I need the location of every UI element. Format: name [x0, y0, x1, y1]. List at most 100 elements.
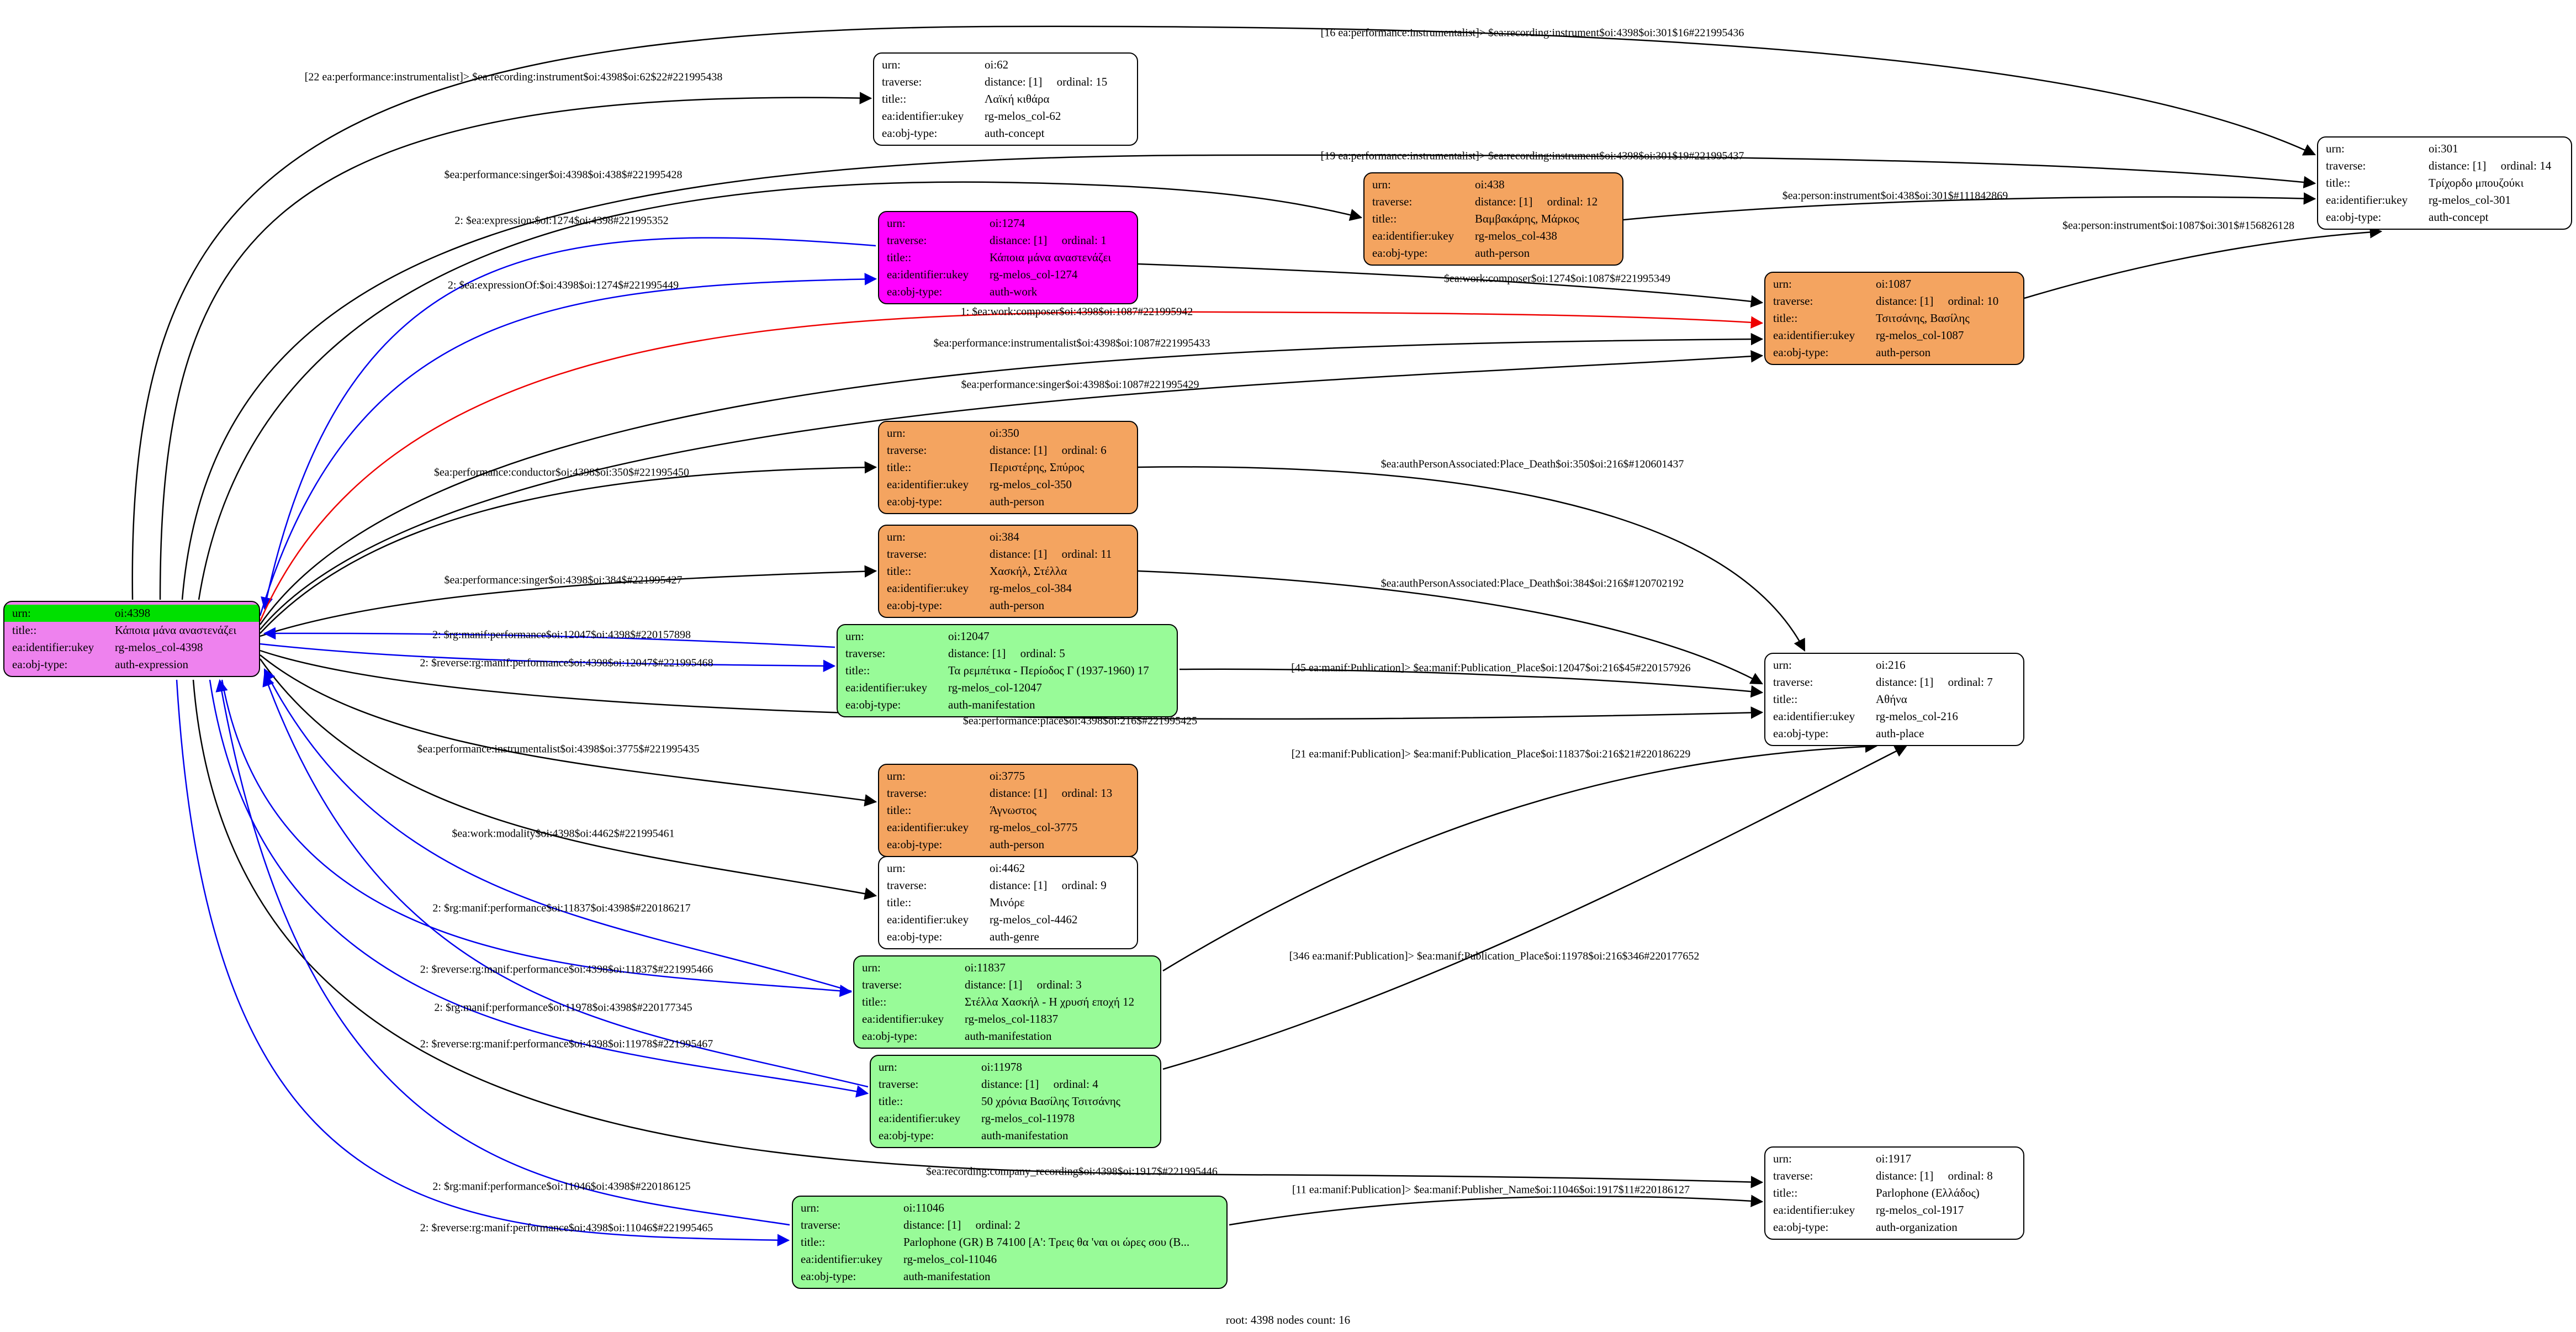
- node-field-value-urn: oi:11837: [965, 961, 1006, 974]
- node-field-value-title: 50 χρόνια Βασίλης Τσιτσάνης: [981, 1095, 1120, 1108]
- node-field-key-ukey: ea:identifier:ukey: [1773, 710, 1855, 723]
- node-field-key-title: title::: [882, 92, 907, 105]
- node-field-key-traverse: traverse:: [2326, 159, 2366, 172]
- node-field-key-objtype: ea:obj-type:: [862, 1029, 918, 1043]
- node-field-value-ukey: rg-melos_col-1087: [1876, 329, 1964, 342]
- node-field-key-traverse: traverse:: [882, 75, 922, 88]
- edge-label-e29: $ea:recording:company_recording$oi:4398$…: [926, 1165, 1218, 1178]
- edge-e26: [262, 673, 869, 1088]
- edge-label-e7: 1: $ea:work:composer$oi:4398$oi:1087#221…: [960, 305, 1193, 318]
- node-field-key-ukey: ea:identifier:ukey: [879, 1112, 961, 1125]
- edge-e21: [1162, 740, 1878, 972]
- node-field-key-ukey: ea:identifier:ukey: [845, 681, 928, 694]
- node-field-value-objtype: auth-genre: [990, 930, 1039, 943]
- node-field-value-urn: oi:1274: [990, 216, 1025, 230]
- node-field-key-title: title::: [887, 251, 912, 264]
- node-field-key-urn: urn:: [887, 426, 906, 440]
- edge-e4: [198, 181, 1363, 600]
- node-field-key-title: title::: [887, 896, 912, 909]
- node-field-value-urn: oi:350: [990, 426, 1019, 440]
- node-field-key-title: title::: [801, 1235, 826, 1249]
- edge-e17: [263, 627, 835, 648]
- edge-e3: [181, 154, 2316, 600]
- edge-label-e17: 2: $rg:manif:performance$oi:12047$oi:439…: [432, 628, 691, 641]
- edge-e18: [260, 643, 836, 673]
- node-field-value-objtype: auth-person: [990, 838, 1045, 851]
- node-field-value-ukey: rg-melos_col-1274: [990, 268, 1078, 281]
- node-field-value-objtype: auth-concept: [2429, 210, 2489, 224]
- node-field-key-title: title::: [887, 804, 912, 817]
- edge-e15: [260, 565, 877, 637]
- edge-e14: [1138, 466, 1806, 652]
- node-field-key-traverse: traverse:: [1372, 195, 1413, 208]
- edge-e25: [221, 679, 853, 997]
- node-field-value-traverse: distance: [1] ordinal: 8: [1876, 1169, 1993, 1182]
- edge-e2: [159, 92, 872, 600]
- edge-label-e2: [22 ea:performance:instrumentalist]> $ea…: [304, 71, 723, 83]
- node-field-value-urn: oi:4398: [115, 606, 151, 620]
- node-field-key-title: title::: [2326, 176, 2351, 189]
- node-field-value-traverse: distance: [1] ordinal: 14: [2429, 159, 2552, 172]
- node-field-value-ukey: rg-melos_col-4462: [990, 913, 1078, 926]
- node-field-key-ukey: ea:identifier:ukey: [12, 641, 94, 654]
- edge-label-e8: $ea:work:composer$oi:1274$oi:1087$#22199…: [1444, 272, 1670, 285]
- node-field-value-objtype: auth-person: [990, 495, 1045, 508]
- node-field-key-title: title::: [845, 664, 870, 677]
- node-field-value-traverse: distance: [1] ordinal: 4: [981, 1077, 1098, 1091]
- edge-e27: [209, 679, 869, 1098]
- node-field-value-ukey: rg-melos_col-62: [985, 109, 1061, 123]
- edge-label-e27: 2: $reverse:rg:manif:performance$oi:4398…: [420, 1038, 713, 1050]
- edge-label-e11: $ea:person:instrument$oi:438$oi:301$#111…: [1782, 189, 2008, 202]
- edge-label-e22: $ea:performance:instrumentalist$oi:4398$…: [417, 743, 700, 755]
- node-field-value-traverse: distance: [1] ordinal: 2: [903, 1218, 1020, 1231]
- edge-label-e21: [21 ea:manif:Publication]> $ea:manif:Pub…: [1291, 748, 1691, 760]
- node-field-key-title: title::: [1773, 311, 1798, 325]
- node-field-value-objtype: auth-organization: [1876, 1220, 1958, 1234]
- edge-label-e14: $ea:authPersonAssociated:Place_Death$oi:…: [1380, 458, 1684, 471]
- node-field-value-urn: oi:1087: [1876, 277, 1912, 290]
- node-field-value-title: Parlophone (GR) B 74100 [Α': Τρεις θα 'ν…: [903, 1235, 1190, 1249]
- node-field-value-traverse: distance: [1] ordinal: 12: [1475, 195, 1598, 208]
- node-field-value-objtype: auth-manifestation: [981, 1129, 1069, 1142]
- node-field-value-objtype: auth-manifestation: [965, 1029, 1052, 1043]
- node-field-key-ukey: ea:identifier:ukey: [2326, 193, 2408, 207]
- edge-e24: [263, 668, 852, 992]
- edge-label-e15: $ea:performance:singer$oi:4398$oi:384$#2…: [444, 574, 683, 586]
- node-field-value-objtype: auth-expression: [115, 658, 188, 671]
- node-field-value-ukey: rg-melos_col-301: [2429, 193, 2511, 207]
- node-field-key-ukey: ea:identifier:ukey: [1773, 1203, 1855, 1217]
- node-field-key-objtype: ea:obj-type:: [801, 1270, 856, 1283]
- edge-label-e16: $ea:authPersonAssociated:Place_Death$oi:…: [1380, 577, 1684, 590]
- node-field-value-title: Άγνωστος: [990, 804, 1036, 817]
- edge-label-e13: $ea:performance:conductor$oi:4398$oi:350…: [433, 466, 690, 479]
- node-field-value-urn: oi:1917: [1876, 1152, 1912, 1165]
- node-field-value-ukey: rg-melos_col-438: [1475, 229, 1557, 242]
- node-field-value-objtype: auth-work: [990, 285, 1038, 298]
- edge-label-e23: $ea:work:modality$oi:4398$oi:4462$#22199…: [452, 827, 675, 840]
- node-field-key-urn: urn:: [887, 861, 906, 875]
- node-field-value-title: Λαϊκή κιθάρα: [985, 92, 1050, 105]
- node-field-key-ukey: ea:identifier:ukey: [801, 1252, 883, 1266]
- node-field-value-traverse: distance: [1] ordinal: 13: [990, 786, 1113, 800]
- node-field-value-title: Βαμβακάρης, Μάρκος: [1475, 212, 1579, 225]
- node-field-key-urn: urn:: [882, 58, 901, 71]
- edge-label-e20: $ea:performance:place$oi:4398$oi:216$#22…: [962, 715, 1198, 727]
